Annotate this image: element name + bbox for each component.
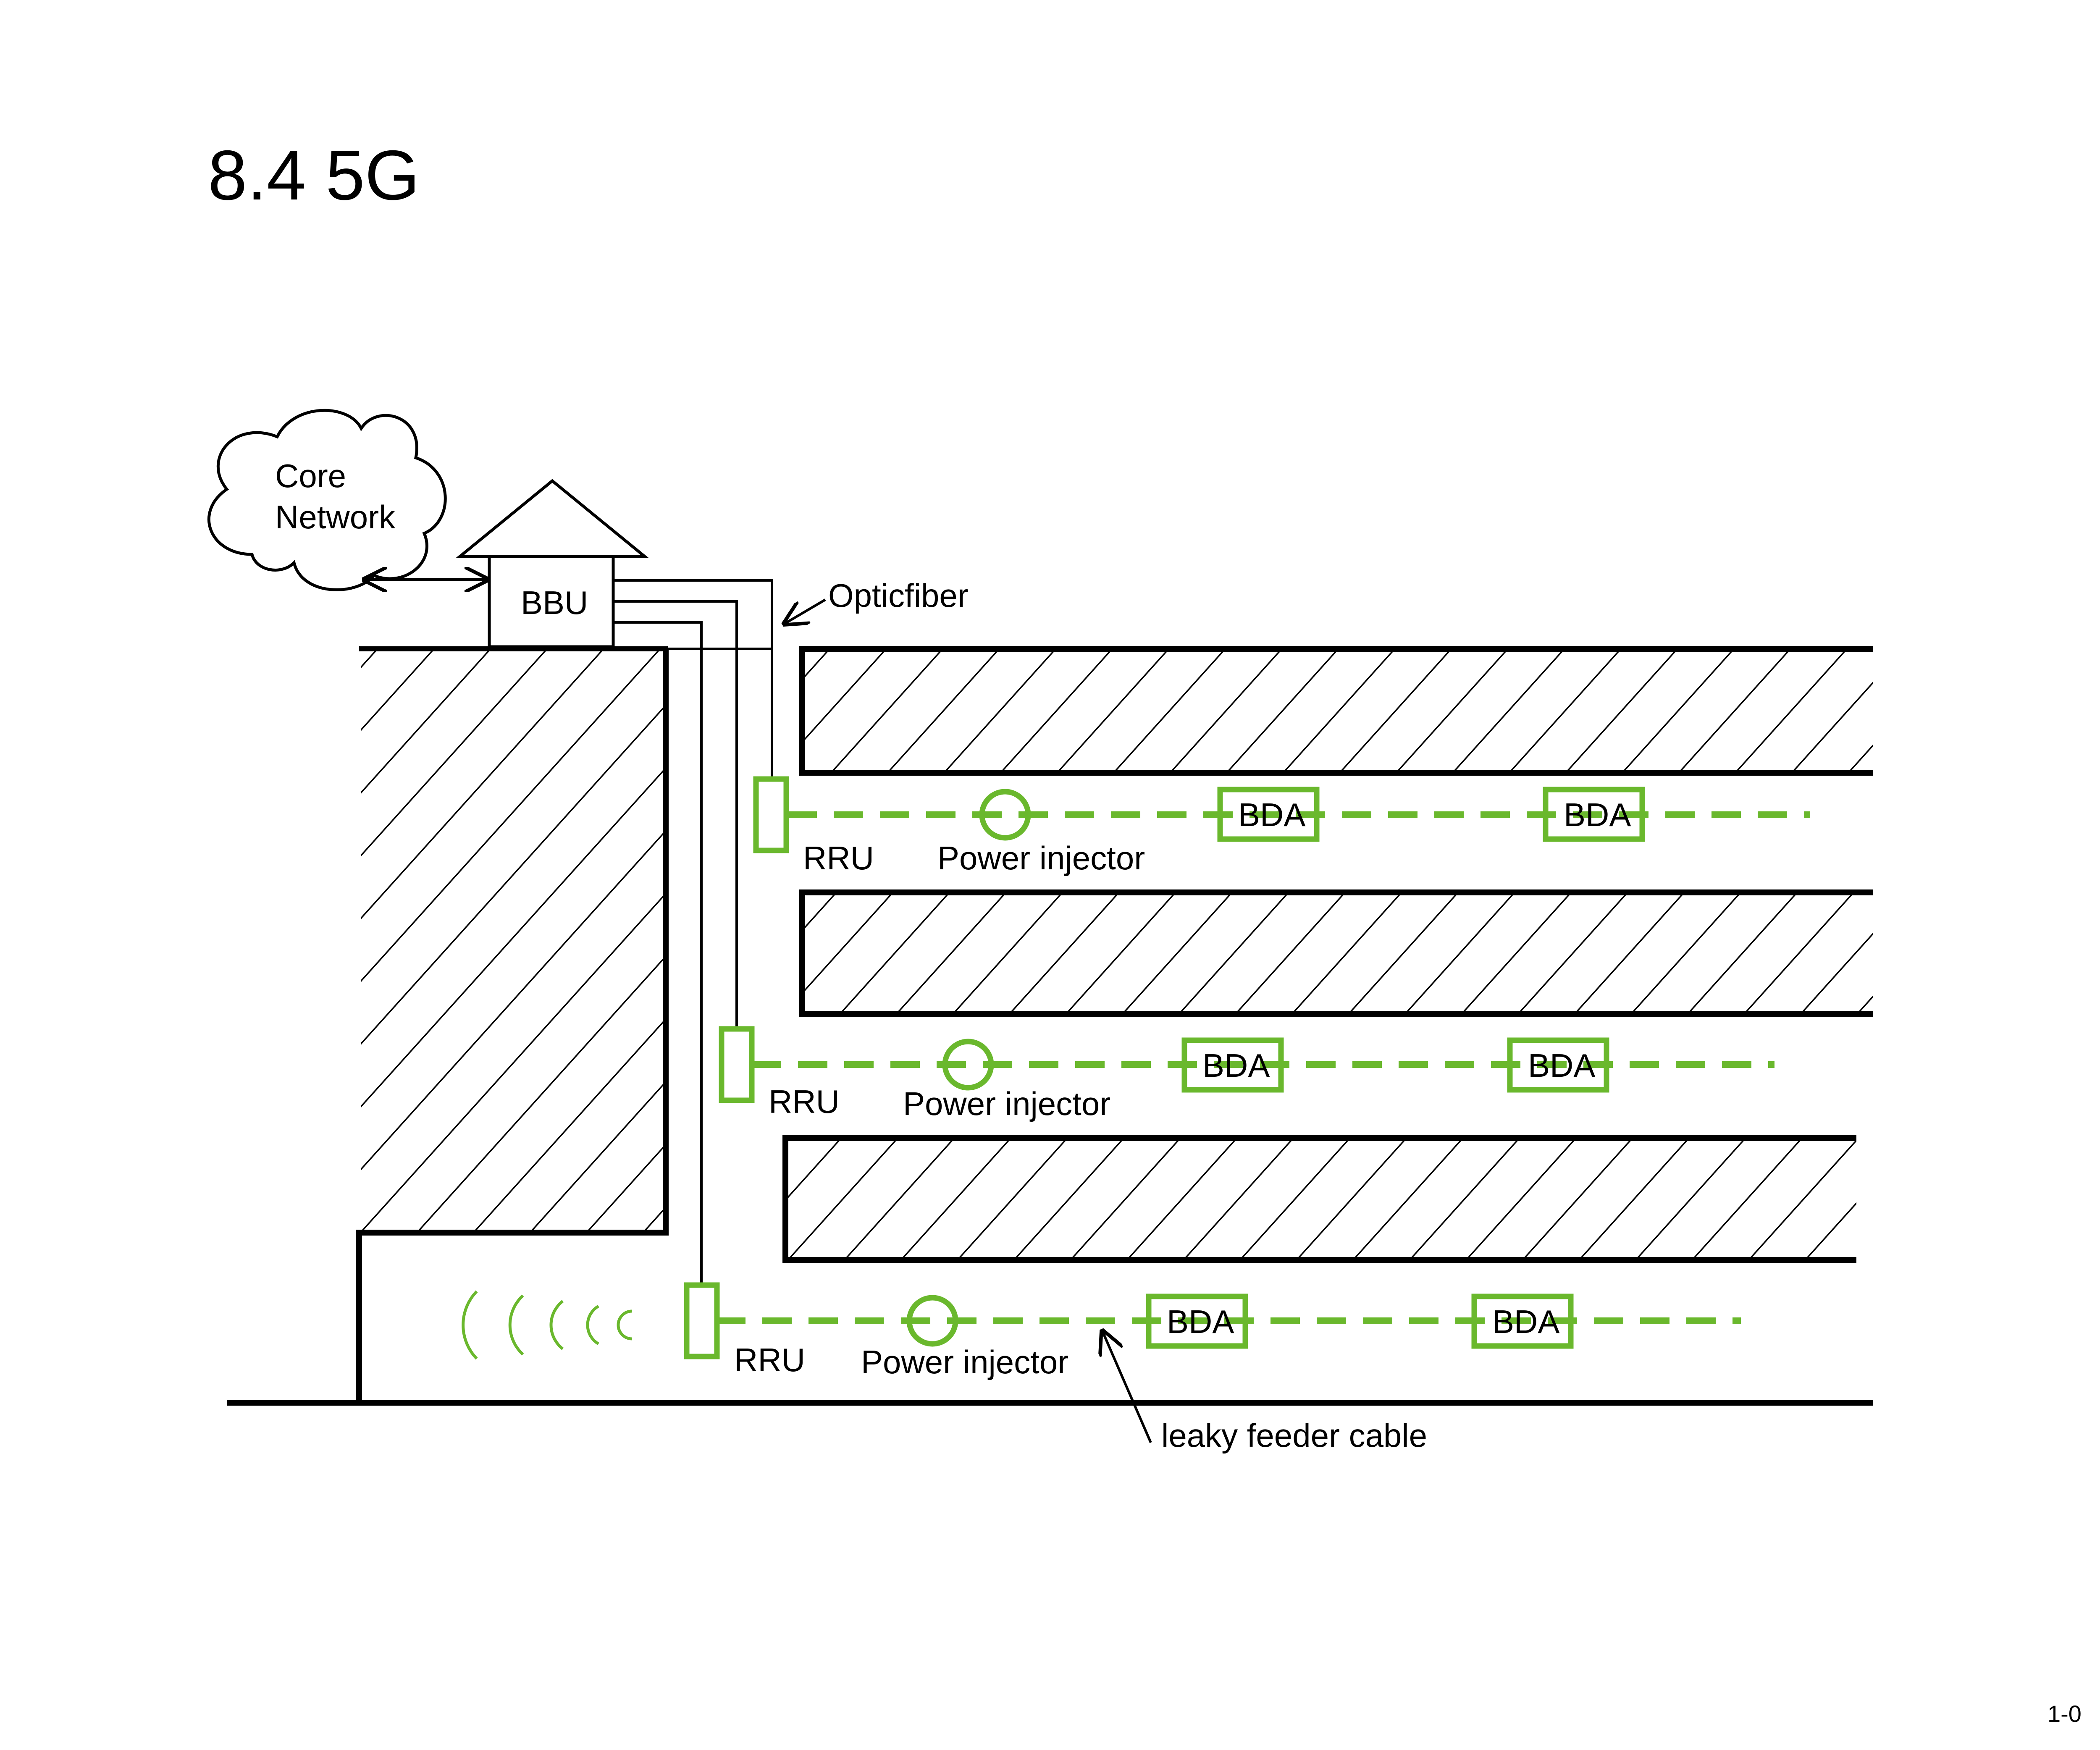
power-injector-circle — [942, 1039, 994, 1091]
rock-stratum-2 — [799, 889, 1873, 1017]
fiber-to-rru-1 — [613, 579, 773, 779]
power-injector-label: Power injector — [937, 840, 1145, 876]
bbu-roof — [456, 479, 649, 558]
rock-shaft-wall — [356, 649, 669, 1403]
bda-label: BDA — [1202, 1047, 1270, 1084]
page-number: 1-0 — [2048, 1700, 2082, 1727]
signal-waves-icon — [462, 1290, 633, 1360]
bda-box — [1543, 787, 1645, 842]
core-network-label-line2: Network — [275, 499, 396, 535]
power-injector-circle — [979, 789, 1031, 841]
bda-label: BDA — [1238, 796, 1305, 833]
bda-box — [1507, 1037, 1609, 1093]
bbu-label: BBU — [521, 584, 588, 621]
rru-box — [719, 1026, 755, 1103]
rru-label: RRU — [769, 1083, 840, 1120]
leaky-feeder-arrow — [1102, 1331, 1152, 1443]
rru-box — [684, 1282, 720, 1359]
page-title: 8.4 5G — [208, 136, 420, 215]
rock-stratum-3 — [782, 1135, 1856, 1263]
rock-stratum-1 — [799, 646, 1873, 776]
bda-box — [1217, 787, 1320, 842]
core-network-cloud: Core Network — [207, 409, 447, 591]
opticfiber-label: Opticfiber — [828, 577, 969, 614]
bda-box — [1471, 1293, 1574, 1349]
bda-label: BDA — [1492, 1303, 1559, 1340]
fiber-to-rru-3 — [613, 621, 703, 1285]
power-injector-circle — [906, 1295, 958, 1347]
core-network-label-line1: Core — [275, 457, 346, 494]
level-2-equipment: BDA BDA RRU Power injector — [719, 1026, 1774, 1122]
power-injector-label: Power injector — [903, 1085, 1110, 1122]
leaky-feeder-label: leaky feeder cable — [1161, 1417, 1427, 1454]
opticfiber-arrow — [785, 598, 826, 624]
bda-box — [1181, 1037, 1284, 1093]
rru-label: RRU — [803, 840, 874, 876]
bda-label: BDA — [1564, 796, 1631, 833]
power-injector-label: Power injector — [861, 1343, 1068, 1380]
fiber-to-rru-2 — [613, 600, 738, 1029]
level-1-equipment: BDA BDA RRU Power injector — [753, 776, 1810, 876]
bda-label: BDA — [1528, 1047, 1595, 1084]
bda-box — [1146, 1293, 1248, 1349]
rru-label: RRU — [734, 1341, 805, 1378]
rru-box — [753, 776, 789, 853]
optical-fibers — [613, 579, 773, 1285]
level-3-equipment: BDA BDA RRU Power injector — [684, 1282, 1741, 1380]
bda-label: BDA — [1167, 1303, 1234, 1340]
